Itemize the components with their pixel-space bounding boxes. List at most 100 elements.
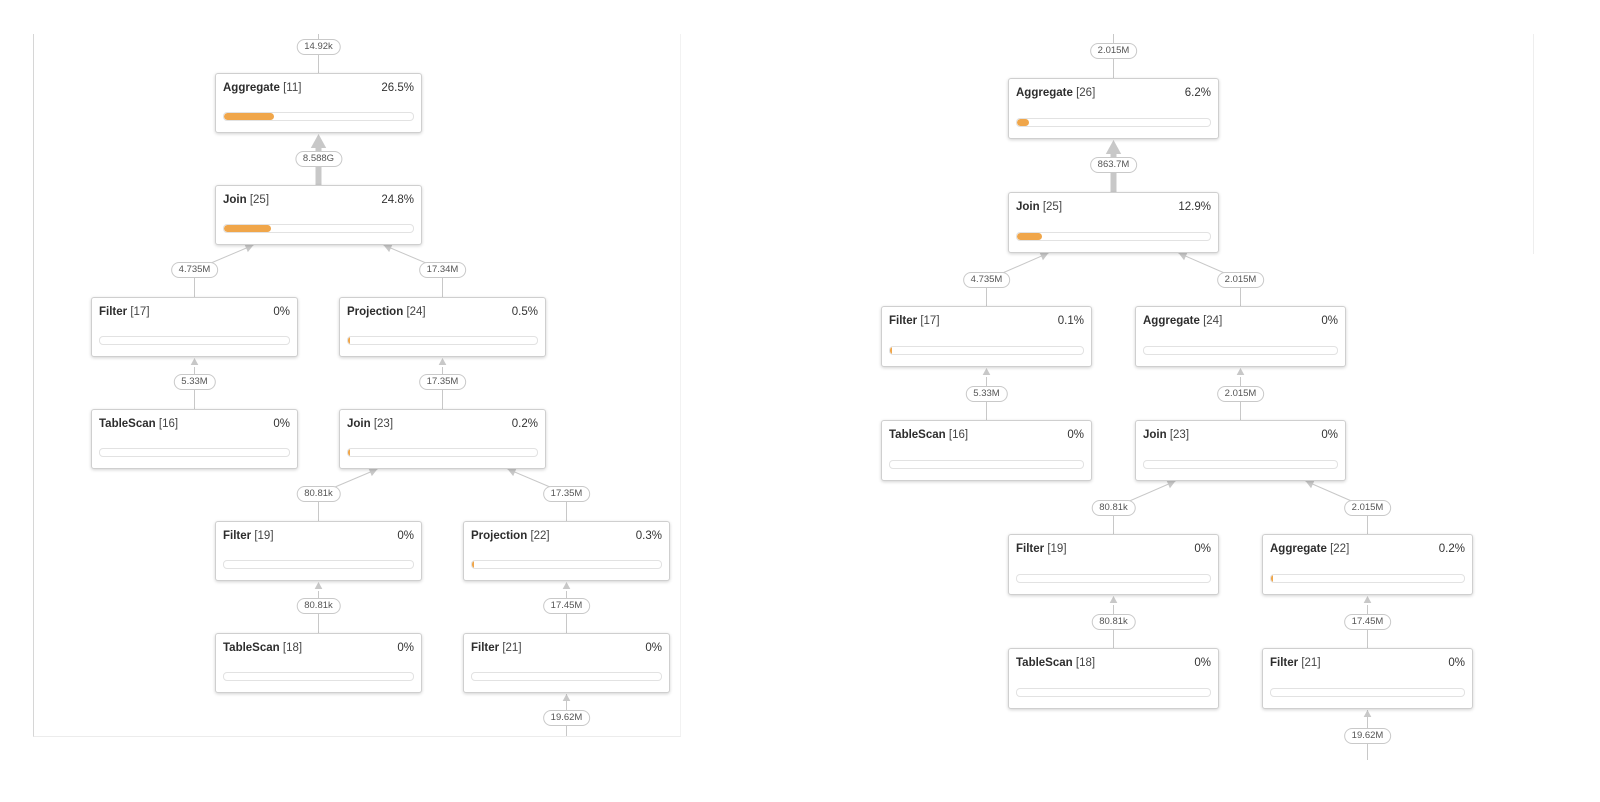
- edge-row-count-label: 17.35M: [542, 486, 591, 502]
- edge-row-count-label: 80.81k: [1091, 500, 1136, 516]
- node-progress-fill: [348, 449, 350, 456]
- node-time-percent: 0%: [1321, 429, 1338, 441]
- node-time-percent: 0.2%: [1438, 543, 1465, 555]
- node-time-percent: 0.3%: [635, 530, 662, 542]
- node-operator-name: Filter: [1016, 543, 1045, 555]
- node-id: [25]: [1042, 201, 1063, 213]
- edge-arrow: [383, 244, 393, 253]
- plan-node-join-23[interactable]: Join [23]0%: [1135, 420, 1346, 481]
- node-operator-name: Join: [1016, 201, 1040, 213]
- node-operator-name: Join: [223, 194, 247, 206]
- plan-node-filter-21[interactable]: Filter [21]0%: [1262, 648, 1473, 709]
- node-title: Projection [24]: [347, 306, 426, 318]
- node-progress-bar: [223, 112, 414, 121]
- edge-arrow: [438, 358, 447, 365]
- edge-row-count-label: 17.35M: [418, 374, 467, 390]
- plan-node-filter-21[interactable]: Filter [21]0%: [463, 633, 670, 693]
- node-progress-fill: [1017, 119, 1029, 126]
- node-operator-name: TableScan: [223, 642, 280, 654]
- edge-row-count-label: 4.735M: [962, 272, 1011, 288]
- node-operator-name: Aggregate: [1143, 315, 1200, 327]
- node-title: Filter [21]: [471, 642, 522, 654]
- node-operator-name: Projection: [471, 530, 528, 542]
- plan-node-join-25[interactable]: Join [25] 24.8%: [215, 185, 422, 245]
- node-progress-fill: [472, 561, 474, 568]
- edge-arrow: [1105, 140, 1122, 154]
- edge-arrow: [314, 582, 323, 589]
- plan-node-join-23[interactable]: Join [23]0.2%: [339, 409, 546, 469]
- node-title: TableScan [18]: [223, 642, 302, 654]
- panel-divider: [1533, 34, 1534, 254]
- node-progress-bar: [347, 336, 538, 345]
- node-title: Join [25]: [223, 194, 269, 206]
- edge-row-count-label: 2.015M: [1089, 43, 1138, 59]
- edge-row-count-label: 19.62M: [542, 710, 591, 726]
- node-id: [23]: [373, 418, 394, 430]
- edge-arrow: [1236, 368, 1245, 375]
- node-progress-bar: [471, 672, 662, 681]
- node-progress-bar: [1016, 688, 1211, 697]
- node-time-percent: 0%: [1321, 315, 1338, 327]
- edge-row-count-label: 80.81k: [296, 486, 341, 502]
- node-title: Filter [19]: [1016, 543, 1067, 555]
- node-progress-fill: [1271, 575, 1273, 582]
- node-operator-name: Aggregate: [223, 82, 280, 94]
- edge-arrow: [562, 582, 571, 589]
- node-progress-fill: [224, 113, 275, 120]
- plan-node-tablescan-16[interactable]: TableScan [16]0%: [91, 409, 298, 469]
- plan-node-filter-19[interactable]: Filter [19] 0%: [215, 521, 422, 581]
- plan-node-tablescan-16[interactable]: TableScan [16] 0%: [881, 420, 1092, 481]
- plan-node-projection-22[interactable]: Projection [22]0.3%: [463, 521, 670, 581]
- plan-node-aggregate-26[interactable]: Aggregate [26]6.2%: [1008, 78, 1219, 139]
- node-operator-name: Filter: [1270, 657, 1299, 669]
- node-operator-name: Filter: [889, 315, 918, 327]
- plan-node-tablescan-18[interactable]: TableScan [18]0%: [215, 633, 422, 693]
- edge-arrow: [1305, 480, 1315, 489]
- edge-arrow: [190, 358, 199, 365]
- plan-node-aggregate-24[interactable]: Aggregate [24]0%: [1135, 306, 1346, 367]
- node-title: Join [25]: [1016, 201, 1062, 213]
- plan-node-filter-19[interactable]: Filter [19]0%: [1008, 534, 1219, 595]
- node-progress-fill: [224, 225, 271, 232]
- node-operator-name: Filter: [471, 642, 500, 654]
- node-title: TableScan [16]: [889, 429, 968, 441]
- node-progress-fill: [1017, 233, 1042, 240]
- edge-row-count-label: 14.92k: [296, 39, 341, 55]
- node-time-percent: 24.8%: [381, 194, 414, 206]
- node-time-percent: 0%: [1067, 429, 1084, 441]
- node-title: Filter [19]: [223, 530, 274, 542]
- node-title: Join [23]: [347, 418, 393, 430]
- plan-node-projection-24[interactable]: Projection [24] 0.5%: [339, 297, 546, 357]
- edge-row-count-label: 17.45M: [1343, 614, 1392, 630]
- edge-arrow: [1178, 252, 1188, 261]
- node-progress-fill: [890, 347, 892, 354]
- node-id: [16]: [158, 418, 179, 430]
- node-time-percent: 0.5%: [511, 306, 538, 318]
- plan-node-filter-17[interactable]: Filter [17]0.1%: [881, 306, 1092, 367]
- node-progress-bar: [223, 224, 414, 233]
- node-id: [17]: [130, 306, 150, 318]
- edge-arrow: [507, 468, 517, 477]
- edge-row-count-label: 863.7M: [1089, 157, 1138, 173]
- plan-node-join-25[interactable]: Join [25] 12.9%: [1008, 192, 1219, 253]
- node-progress-bar: [1016, 118, 1211, 127]
- node-title: TableScan [16]: [99, 418, 178, 430]
- node-time-percent: 12.9%: [1178, 201, 1211, 213]
- node-id: [11]: [283, 82, 302, 94]
- node-progress-bar: [889, 460, 1084, 469]
- plan-node-tablescan-18[interactable]: TableScan [18]0%: [1008, 648, 1219, 709]
- node-id: [16]: [948, 429, 969, 441]
- plan-node-aggregate-22[interactable]: Aggregate [22]0.2%: [1262, 534, 1473, 595]
- node-time-percent: 0%: [397, 530, 414, 542]
- plan-node-filter-17[interactable]: Filter [17]0%: [91, 297, 298, 357]
- plan-node-aggregate-11[interactable]: Aggregate [11]26.5%: [215, 73, 422, 133]
- node-progress-bar: [1016, 232, 1211, 241]
- node-operator-name: Filter: [223, 530, 252, 542]
- node-operator-name: Aggregate: [1016, 87, 1073, 99]
- node-id: [22]: [1330, 543, 1350, 555]
- node-operator-name: TableScan: [889, 429, 946, 441]
- edge-arrow: [982, 368, 991, 375]
- edge-arrow: [1363, 596, 1372, 603]
